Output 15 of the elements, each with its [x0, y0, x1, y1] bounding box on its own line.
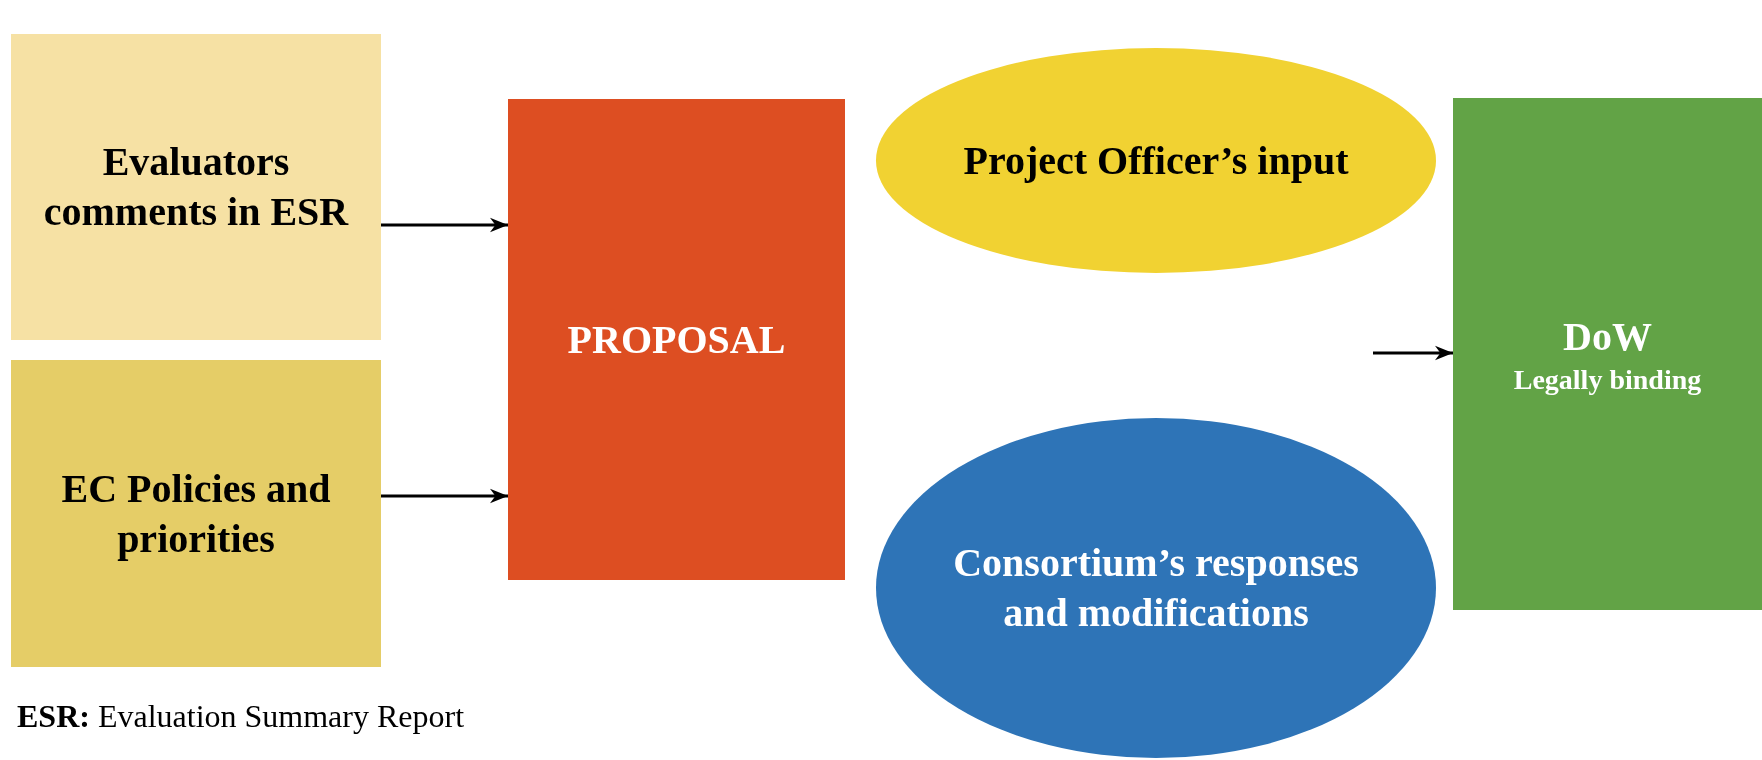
node-label: DoW	[1563, 312, 1652, 361]
node-subtitle: Legally binding	[1513, 362, 1702, 397]
process-box	[1453, 98, 1762, 610]
process-box	[11, 360, 381, 667]
node-label: Evaluators comments in ESR	[42, 138, 350, 236]
process-box	[508, 99, 845, 580]
process-box	[11, 34, 381, 340]
arrow	[381, 217, 508, 233]
arrow	[381, 488, 508, 504]
arrow	[1373, 345, 1453, 361]
node-label: PROPOSAL	[567, 315, 786, 364]
node-label: Consortium’s responses and modifications	[952, 539, 1360, 637]
node-label: Project Officer’s input	[963, 136, 1349, 185]
node-label: EC Policies and priorities	[60, 464, 332, 563]
footnote: ESR: Evaluation Summary Report	[17, 698, 465, 735]
